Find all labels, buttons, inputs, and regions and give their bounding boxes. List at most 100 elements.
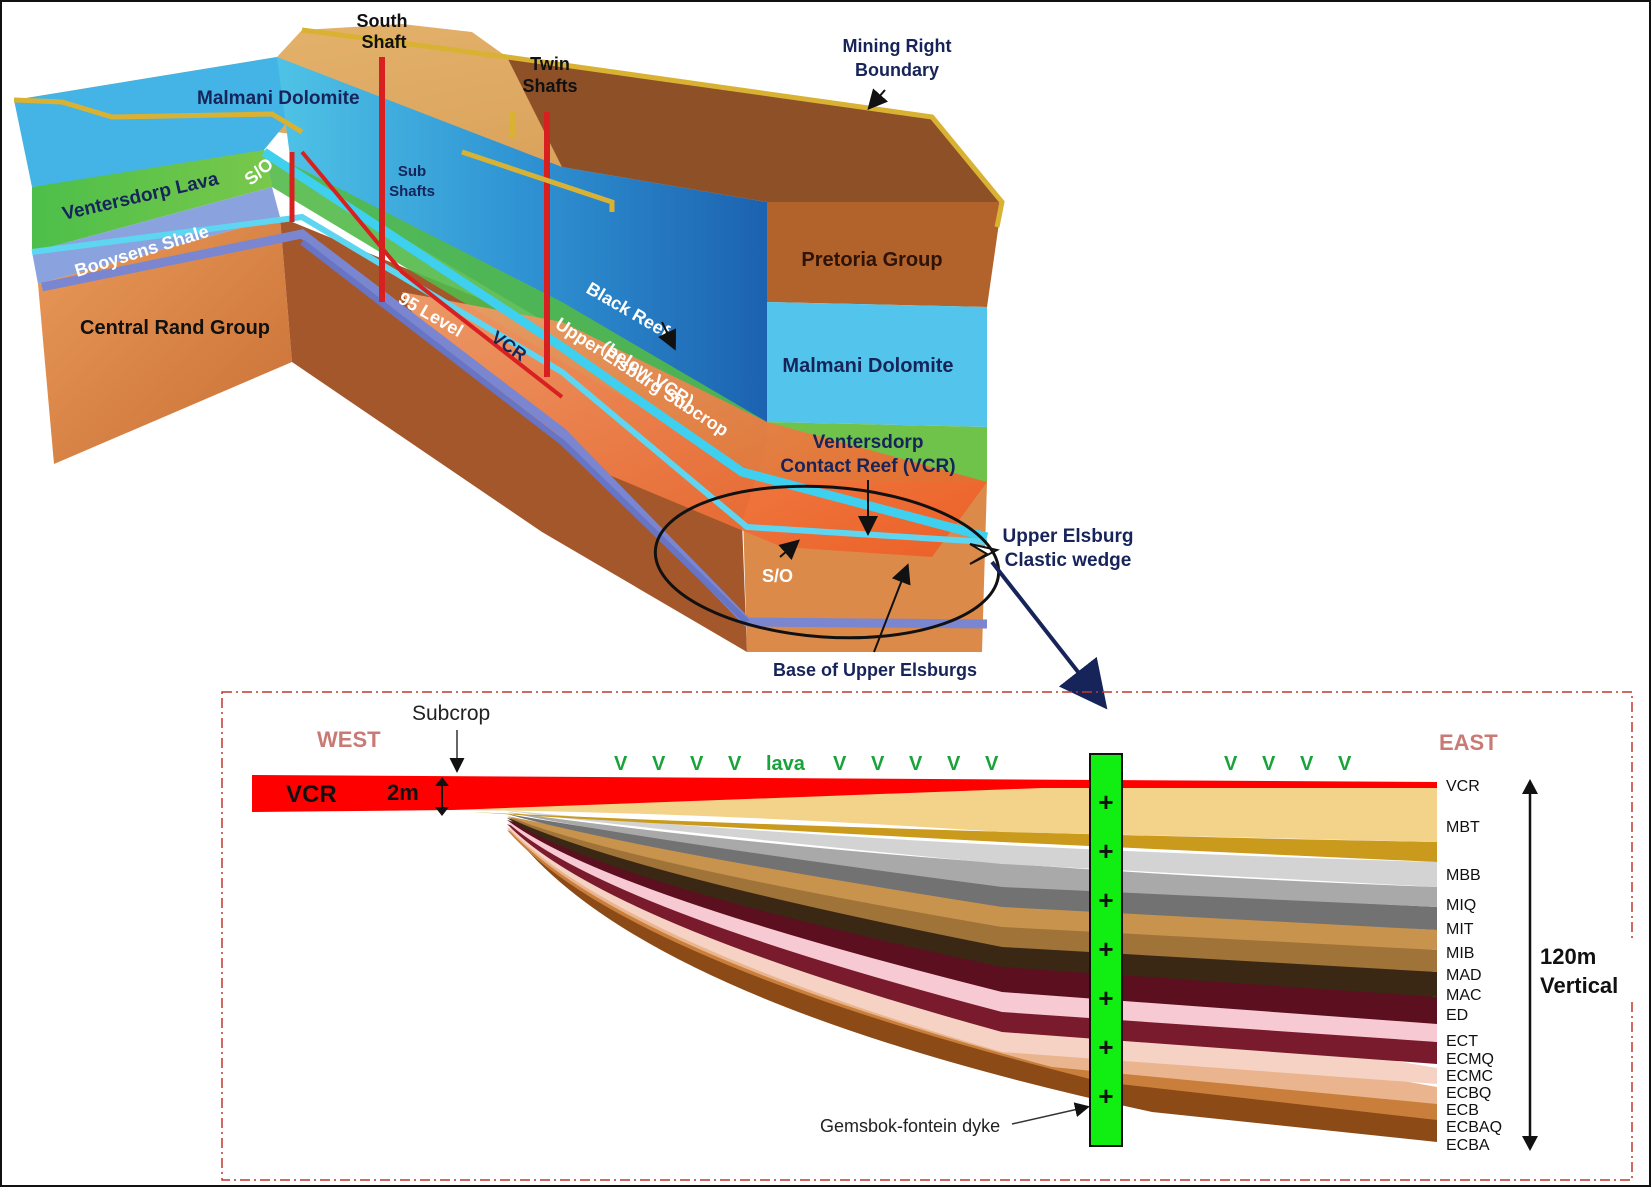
east-label: EAST [1439, 730, 1498, 755]
vcr-reef-line [261, 148, 989, 542]
south-shaft-label-2: Shaft [362, 32, 407, 52]
mining-right-label: Mining Right [843, 36, 952, 56]
dyke-label: Gemsbok-fontein dyke [820, 1116, 1000, 1136]
v-mark: V [652, 753, 666, 775]
unit-label: ECBA [1446, 1137, 1490, 1154]
v-mark: V [909, 753, 923, 775]
unit-labels: VCR MBT MBB MIQ MIT MIB MAD MAC ED ECT E… [1446, 778, 1502, 1154]
v-mark: V [690, 753, 704, 775]
dyke-arrow [1011, 1102, 1090, 1125]
sub-shafts-label-2: Shafts [389, 183, 435, 200]
unit-label: MAC [1446, 987, 1482, 1004]
scale-label-bg [1537, 942, 1633, 1002]
unit-label: MBB [1446, 867, 1481, 884]
base-elsburg-label: Base of Upper Elsburgs [773, 660, 977, 680]
clastic-wedge-label-2: Clastic wedge [1005, 550, 1132, 571]
dyke-plus-3: + [1098, 885, 1113, 915]
so-bottom-label: S/O [762, 566, 793, 586]
zoom-arrow [990, 560, 1108, 710]
gold-tunnel-1 [13, 97, 304, 135]
v-mark: V [1338, 753, 1352, 775]
layer-miq [502, 810, 1437, 887]
unit-label: VCR [1446, 778, 1480, 795]
layer-ecmq [507, 822, 1437, 1042]
thickness-label: 2m [387, 780, 419, 805]
unit-label: ECB [1446, 1102, 1479, 1119]
unit-label: ECT [1446, 1033, 1478, 1050]
gold-tunnel-3 [301, 27, 508, 60]
malmani-right-label: Malmani Dolomite [782, 355, 953, 377]
vcr-contact-label-2: Contact Reef (VCR) [780, 456, 955, 477]
sub-shafts-label: Sub [398, 163, 426, 180]
dyke-plus-7: + [1098, 1081, 1113, 1111]
scale-label: 120m [1540, 944, 1596, 969]
highlight-ellipse [653, 484, 1001, 640]
layer-mbb [472, 812, 1437, 862]
so-bottom-arrow [778, 539, 800, 561]
v-mark: V [728, 753, 742, 775]
gold-tunnel-2 [461, 149, 615, 212]
v-mark: V [1300, 753, 1314, 775]
unit-label: MBT [1446, 819, 1480, 836]
scale-label-2: Vertical [1540, 973, 1618, 998]
black-reef-line [31, 213, 988, 545]
vcr-contact-label: Ventersdorp [813, 432, 924, 453]
vcr-bar [252, 775, 1437, 812]
unit-label: ECMQ [1446, 1051, 1494, 1068]
mining-right-label-2: Boundary [855, 60, 939, 80]
west-label: WEST [317, 727, 381, 752]
unit-label: MIB [1446, 945, 1474, 962]
section-border [221, 691, 1633, 1181]
lower-reef-line [300, 239, 750, 625]
v-mark: V [833, 753, 847, 775]
dyke-plus-2: + [1098, 836, 1113, 866]
twin-shafts-label: Twin [530, 54, 570, 74]
vcr-section-label: VCR [286, 781, 337, 808]
gold-boundary [506, 54, 1005, 228]
clastic-wedge-label: Upper Elsburg [1003, 526, 1134, 547]
v-mark: V [871, 753, 885, 775]
block-diagram: South Shaft Twin Shafts Mining Right Bou… [13, 11, 1134, 710]
unit-label: MIT [1446, 921, 1474, 938]
dyke-plus-1: + [1098, 787, 1113, 817]
malmani-top-label: Malmani Dolomite [197, 88, 360, 109]
unit-label: ED [1446, 1007, 1468, 1024]
layer-mib [507, 814, 1437, 930]
pretoria-group-label: Pretoria Group [801, 249, 942, 271]
inner-dolomite-block [277, 57, 767, 442]
right-malmani-face [767, 302, 987, 427]
unit-label: MIQ [1446, 897, 1476, 914]
twin-shafts-label-2: Shafts [522, 76, 577, 96]
unit-label: MAD [1446, 967, 1482, 984]
unit-label: ECBAQ [1446, 1119, 1502, 1136]
base-elsburg-line [41, 229, 988, 629]
subcrop-label: Subcrop [412, 702, 490, 725]
dyke-plus-5: + [1098, 983, 1113, 1013]
central-rand-label: Central Rand Group [80, 317, 270, 339]
layer-mit [507, 812, 1437, 907]
layer-ecbq [507, 827, 1437, 1084]
unit-label: ECBQ [1446, 1085, 1491, 1102]
left-malmani-face [14, 57, 287, 187]
unit-label: ECMC [1446, 1068, 1493, 1085]
front-sloping-face [280, 217, 767, 652]
level-95-line [300, 150, 564, 399]
pretoria-band-top [507, 57, 1002, 202]
thickness-arrow-head-top [435, 777, 449, 786]
dyke-plus-4: + [1098, 934, 1113, 964]
right-pretoria-face [767, 202, 1002, 307]
v-mark: V [614, 753, 628, 775]
v-mark: V [1224, 753, 1238, 775]
black-reef-arrow [658, 321, 677, 351]
left-lava-face [32, 150, 272, 252]
v-mark: V [985, 753, 999, 775]
lava-label: lava [766, 753, 806, 775]
dyke-plus-6: + [1098, 1032, 1113, 1062]
thickness-arrow-head-bottom [435, 807, 449, 816]
scale-arrow-bottom [1522, 1136, 1538, 1151]
gemsbok-dyke [1089, 753, 1123, 1147]
mining-right-arrow [867, 88, 889, 110]
v-mark: V [1262, 753, 1276, 775]
